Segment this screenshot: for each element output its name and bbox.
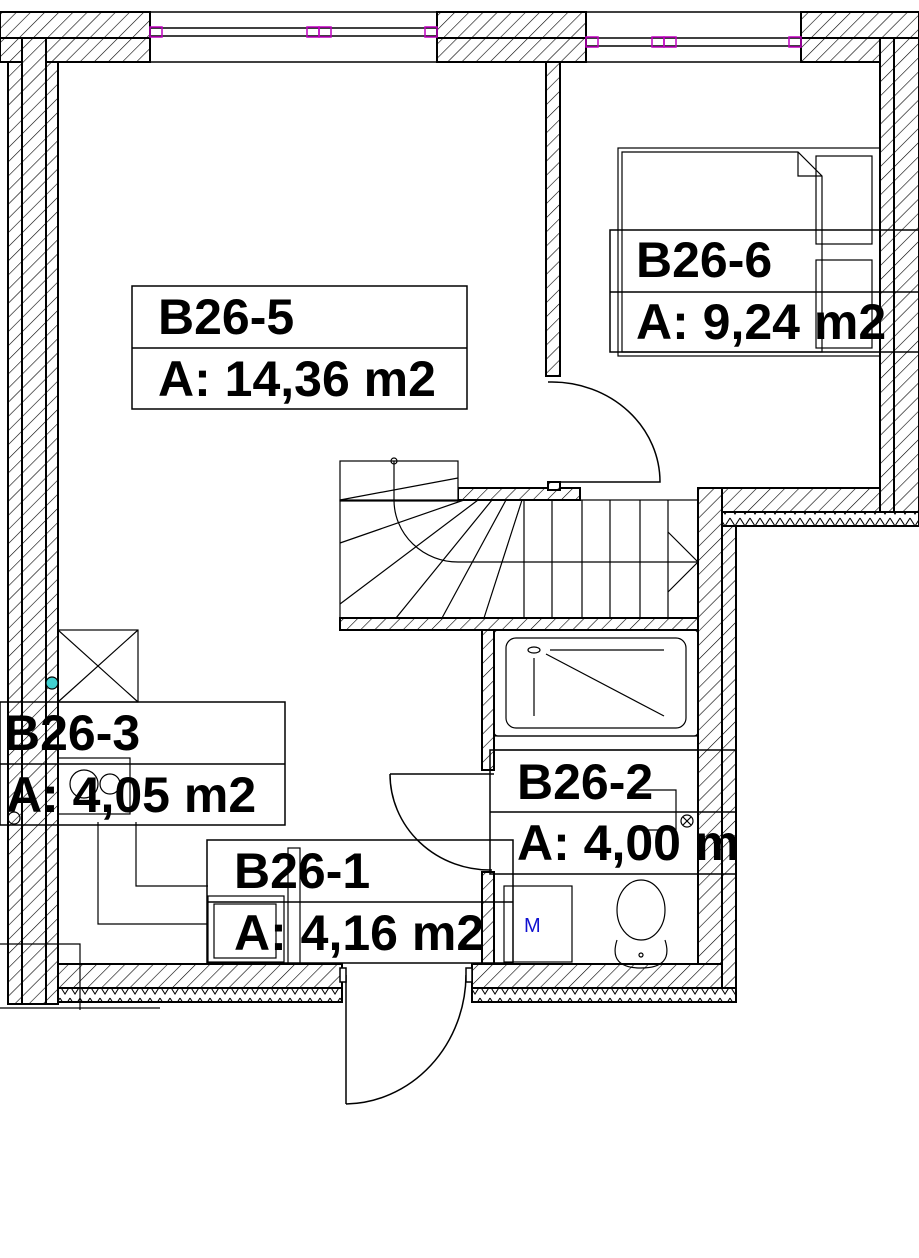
door-swing-bathroom bbox=[389, 773, 494, 871]
room-area-b26-6: A: 9,24 m2 bbox=[636, 294, 887, 350]
shower-tray bbox=[503, 885, 573, 963]
room-area-b26-5: A: 14,36 m2 bbox=[158, 351, 436, 407]
wall-partition-vertical bbox=[545, 61, 561, 377]
room-area-b26-2: A: 4,00 m bbox=[517, 818, 736, 868]
wall-bath-left-upper bbox=[481, 629, 495, 771]
staircase bbox=[339, 457, 699, 619]
wall-left-outer bbox=[7, 61, 23, 1005]
fixture-mark: M bbox=[524, 915, 541, 937]
socket-icon bbox=[45, 676, 59, 690]
wall-stair-top bbox=[457, 487, 581, 501]
room-id-b26-2: B26-2 bbox=[517, 754, 654, 810]
wall-mid-horizontal bbox=[697, 487, 881, 513]
door-swing-b26-5 bbox=[548, 381, 661, 483]
walls bbox=[0, 11, 919, 1005]
wall-mid-horizontal-zig bbox=[721, 511, 919, 527]
socket-icon bbox=[7, 811, 21, 825]
window-top-right bbox=[585, 11, 802, 63]
windows bbox=[149, 11, 802, 63]
wall-bath-right bbox=[697, 487, 723, 989]
appliance-b26-1 bbox=[207, 895, 285, 963]
wall-top-mid bbox=[436, 11, 587, 39]
room-label-boxes bbox=[0, 229, 919, 964]
wall-bottom-right bbox=[471, 963, 723, 989]
room-id-b26-5: B26-5 bbox=[158, 289, 295, 345]
wardrobe-b26-6 bbox=[617, 147, 881, 357]
wall-bath-right-outer bbox=[721, 525, 737, 1003]
room-area-b26-3: A: 4,05 m2 bbox=[6, 767, 257, 823]
wall-top-mid-inner bbox=[436, 37, 587, 63]
wall-stair-bottom bbox=[339, 617, 699, 631]
wall-right-upper bbox=[879, 37, 895, 527]
window-top-left bbox=[149, 11, 438, 63]
bathtub bbox=[493, 629, 699, 737]
room-id-b26-3: B26-3 bbox=[4, 705, 141, 761]
wall-left bbox=[21, 37, 47, 1005]
wall-top-right bbox=[800, 11, 919, 39]
doors bbox=[339, 381, 661, 1105]
room-area-b26-1: A: 4,16 m2 bbox=[234, 905, 485, 961]
room-id-b26-1: B26-1 bbox=[234, 843, 371, 899]
wall-bottom-right-zig bbox=[471, 987, 737, 1003]
wall-top-left bbox=[0, 11, 151, 39]
room-id-b26-6: B26-6 bbox=[636, 232, 773, 288]
door-swing-entrance bbox=[345, 974, 467, 1105]
wall-bottom-left-zig bbox=[57, 987, 343, 1003]
wall-right-upper-outer bbox=[893, 37, 919, 527]
wall-left-inner bbox=[45, 61, 59, 1005]
fixtures bbox=[0, 147, 881, 1010]
wall-stub-landing bbox=[547, 481, 561, 491]
wall-bath-left-lower bbox=[481, 871, 495, 965]
toilet bbox=[614, 879, 668, 969]
wall-bottom-left bbox=[57, 963, 343, 989]
